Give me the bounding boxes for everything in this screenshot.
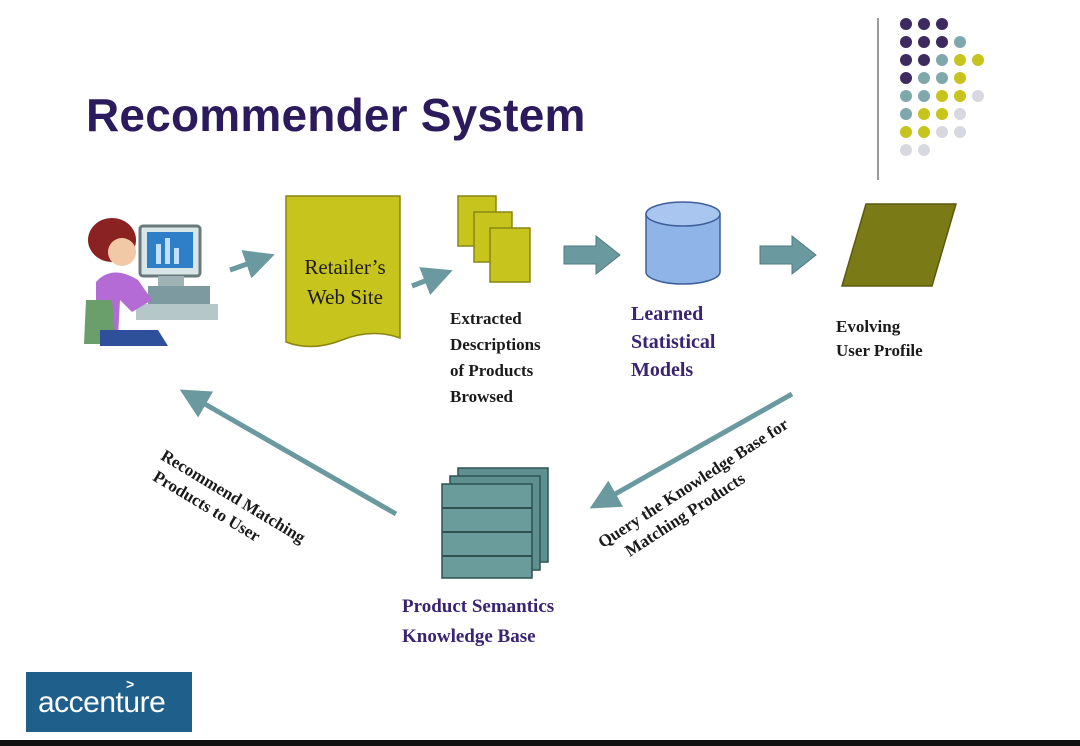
- retailer-web-site-document: [285, 195, 401, 348]
- page-title: Recommender System: [86, 89, 586, 141]
- decoration-dot: [900, 144, 912, 156]
- decoration-dot: [918, 72, 930, 84]
- kb-line: Product Semantics: [402, 596, 555, 617]
- user-computer-icon: [84, 218, 218, 346]
- database-cylinder-icon: [645, 201, 721, 285]
- knowledge-base-label: Product Semantics Knowledge Base: [402, 592, 554, 652]
- arrow-query-knowledge-base: [589, 391, 794, 509]
- kb-line: Knowledge Base: [402, 626, 536, 647]
- decoration-dot: [918, 54, 930, 66]
- profile-line: Evolving: [836, 317, 901, 336]
- decoration-dot: [954, 54, 966, 66]
- arrow-user-to-site: [229, 250, 275, 279]
- decoration-dot: [900, 90, 912, 102]
- extracted-line: Descriptions: [450, 335, 541, 354]
- decoration-dot: [954, 36, 966, 48]
- models-line: Learned: [631, 303, 704, 325]
- decoration-dot: [918, 90, 930, 102]
- extracted-line: Browsed: [450, 387, 513, 406]
- decoration-dot: [900, 108, 912, 120]
- decoration-dot: [936, 54, 948, 66]
- bottom-bar: [0, 740, 1080, 746]
- decoration-dot: [918, 108, 930, 120]
- decoration-dot: [900, 18, 912, 30]
- logo-mark: >: [126, 676, 135, 692]
- extracted-line: of Products: [450, 361, 534, 380]
- pages-stack-icon: [457, 195, 531, 283]
- extracted-descriptions-label: Extracted Descriptions of Products Brows…: [450, 306, 541, 410]
- models-line: Models: [631, 359, 694, 381]
- models-line: Statistical: [631, 331, 716, 353]
- arrow-recommend-to-user: [179, 389, 398, 517]
- logo-text: accenture: [38, 686, 166, 719]
- arrow-models-to-profile: [759, 234, 817, 276]
- decoration-dot: [900, 54, 912, 66]
- decoration-dot: [918, 144, 930, 156]
- knowledge-base-stack-icon: [441, 467, 549, 579]
- title-divider: [877, 18, 879, 180]
- accenture-logo: > accenture: [26, 672, 192, 732]
- arrow-site-to-extracted: [411, 267, 453, 296]
- decoration-dot: [936, 18, 948, 30]
- decoration-dot: [954, 108, 966, 120]
- decoration-dot: [972, 54, 984, 66]
- user-profile-label: Evolving User Profile: [836, 315, 923, 363]
- decoration-dot: [972, 90, 984, 102]
- decoration-dot: [918, 126, 930, 138]
- profile-line: User Profile: [836, 341, 923, 360]
- decoration-dot: [954, 90, 966, 102]
- extracted-line: Extracted: [450, 309, 522, 328]
- decoration-dot: [954, 126, 966, 138]
- decoration-dot: [900, 36, 912, 48]
- decoration-dot: [936, 72, 948, 84]
- retailer-web-site-label: Retailer’s Web Site: [304, 255, 386, 309]
- decoration-dot: [900, 126, 912, 138]
- arrow-extracted-to-models: [563, 234, 621, 276]
- decoration-dot: [936, 126, 948, 138]
- user-profile-shape: [840, 203, 958, 287]
- decoration-dot: [918, 18, 930, 30]
- decoration-dot: [918, 36, 930, 48]
- decoration-dot: [954, 72, 966, 84]
- decoration-dot: [936, 90, 948, 102]
- decoration-dot: [900, 72, 912, 84]
- learned-models-label: Learned Statistical Models: [631, 300, 715, 384]
- decoration-dot: [936, 108, 948, 120]
- decoration-dot: [936, 36, 948, 48]
